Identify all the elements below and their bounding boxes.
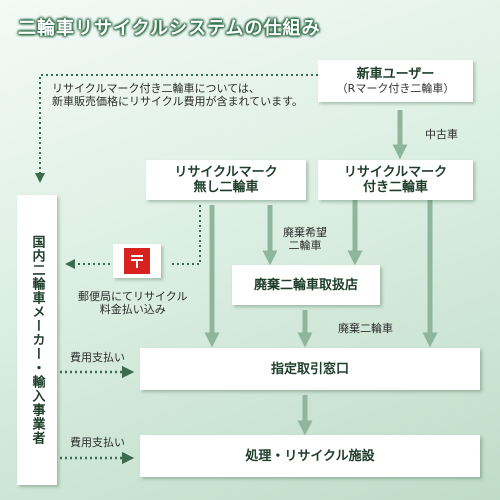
- diagram-title: 二輪車リサイクルシステムの仕組み: [18, 18, 321, 39]
- disposal-bike-label: 廃棄二輪車: [338, 322, 393, 335]
- fee-payment-label-2: 費用支払い: [70, 436, 125, 449]
- no-mark-bike-box: リサイクルマーク 無し二輪車: [146, 160, 306, 200]
- manufacturer-box: 国内二輪車メーカー・輸入事業者: [17, 195, 57, 485]
- post-office-box: [113, 244, 161, 278]
- post-office-fee-label: 郵便局にてリサイクル 料金払い込み: [78, 290, 188, 316]
- dotted-newuser-to-manufacturer: [35, 74, 318, 183]
- used-car-label: 中古車: [425, 128, 458, 141]
- no-mark-bike-label: リサイクルマーク 無し二輪車: [174, 165, 278, 195]
- recycling-facility-label: 処理・リサイクル施設: [245, 448, 375, 464]
- new-user-sublabel: （Rマーク付き二輪車）: [336, 82, 455, 95]
- manufacturer-label: 国内二輪車メーカー・輸入事業者: [29, 235, 45, 445]
- fee-payment-label-1: 費用支払い: [70, 351, 125, 364]
- disposal-store-label: 廃棄二輪車取扱店: [253, 277, 358, 293]
- note-line-2: 新車販売価格にリサイクル費用が含まれています。: [52, 95, 304, 108]
- recycling-facility-box: 処理・リサイクル施設: [140, 435, 480, 477]
- with-mark-bike-label: リサイクルマーク 付き二輪車: [343, 165, 448, 195]
- post-office-icon: [124, 248, 150, 274]
- disposal-store-box: 廃棄二輪車取扱店: [232, 265, 380, 305]
- recycle-fee-note: リサイクルマーク付き二輪車については、 新車販売価格にリサイクル費用が含まれてい…: [52, 82, 322, 108]
- note-line-1: リサイクルマーク付き二輪車については、: [52, 82, 260, 95]
- collection-window-box: 指定取引窓口: [140, 348, 480, 390]
- disposal-wish-label: 廃棄希望 二輪車: [283, 226, 327, 252]
- new-user-box: 新車ユーザー （Rマーク付き二輪車）: [318, 60, 473, 102]
- new-user-label: 新車ユーザー: [356, 67, 435, 82]
- with-mark-bike-box: リサイクルマーク 付き二輪車: [318, 160, 473, 200]
- dotted-nomark-to-post: [170, 205, 201, 265]
- collection-window-label: 指定取引窓口: [270, 361, 349, 377]
